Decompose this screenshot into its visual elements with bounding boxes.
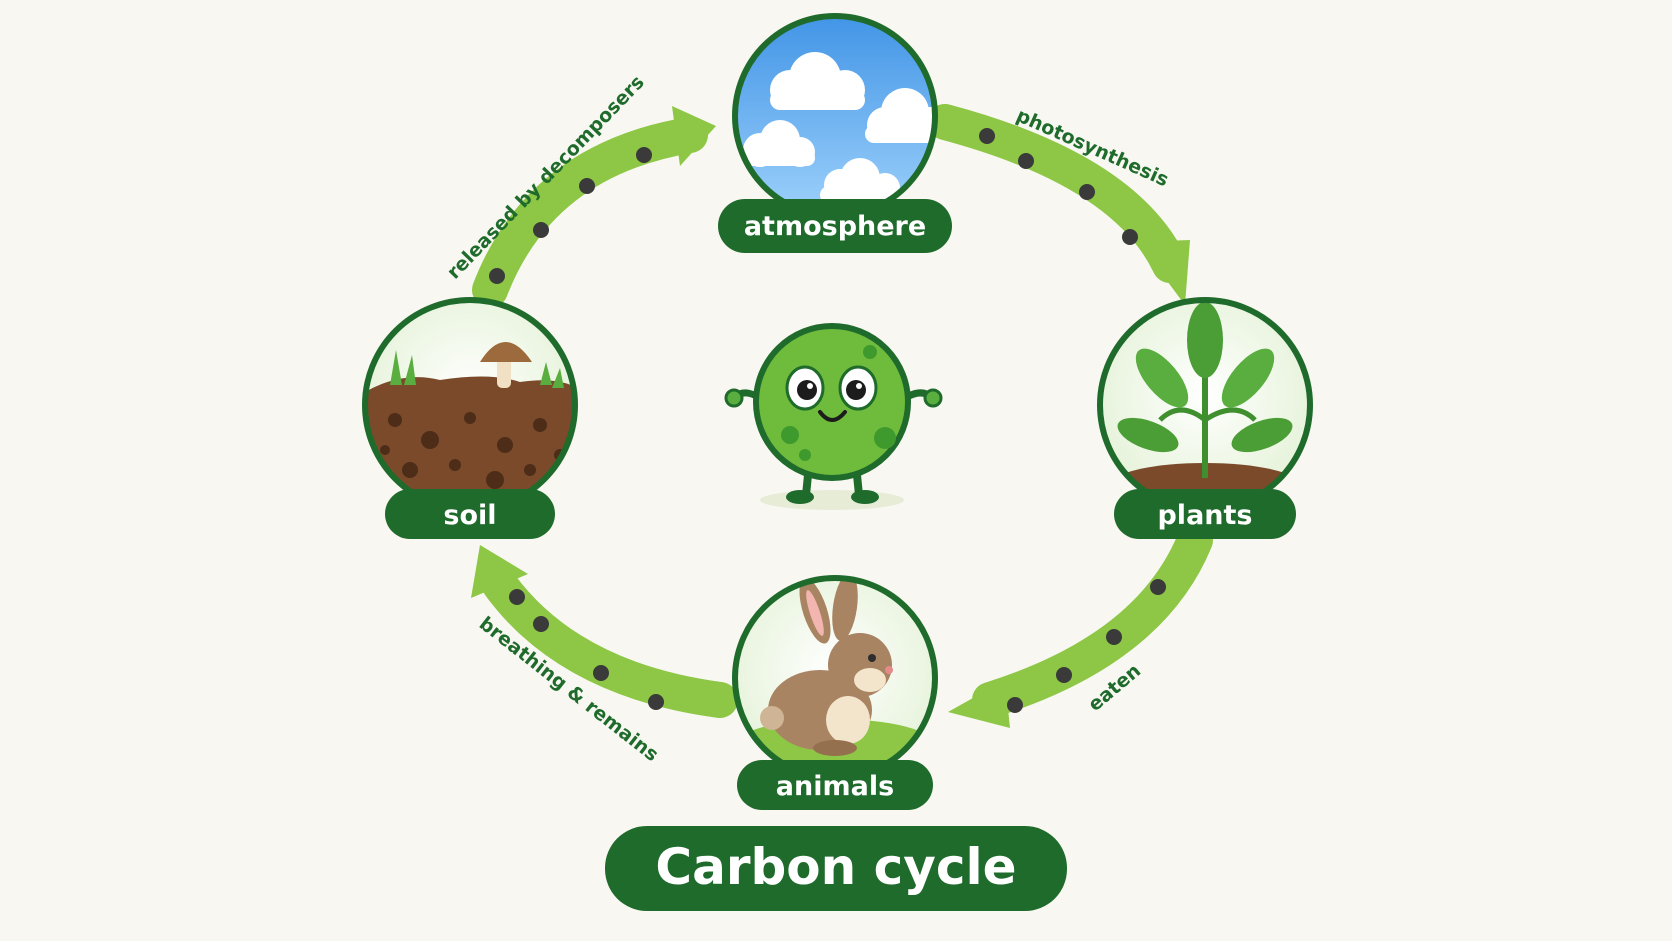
arrow-soil-to-atmosphere <box>472 106 716 308</box>
cloud-icon <box>740 52 935 204</box>
arrow-animals-to-soil <box>471 545 738 718</box>
edge-label-released-by-decomposers: released by decomposers <box>443 71 649 283</box>
node-plants: plants <box>1097 297 1313 539</box>
node-label-plants: plants <box>1157 500 1252 531</box>
node-label-soil: soil <box>443 500 496 531</box>
node-label-soil-pill <box>385 489 555 539</box>
node-label-animals-pill <box>737 760 933 810</box>
soil-icon <box>365 376 575 510</box>
node-label-plants-pill <box>1114 489 1296 539</box>
svg-text:released by decomposers: released by decomposers <box>443 71 649 283</box>
carbon-mascot-icon <box>724 323 943 510</box>
mushroom-icon <box>480 342 532 388</box>
plant-icon <box>1117 302 1293 478</box>
grass-icon <box>390 350 564 388</box>
node-soil: soil <box>362 297 578 539</box>
node-label-atmosphere-pill <box>718 199 952 253</box>
arrow-atmosphere-to-plants <box>927 104 1190 305</box>
rabbit-icon <box>760 578 893 756</box>
node-animals: animals <box>732 575 938 810</box>
node-atmosphere: atmosphere <box>718 13 952 253</box>
page-title-text: Carbon cycle <box>655 838 1016 896</box>
node-label-atmosphere: atmosphere <box>744 211 926 242</box>
node-label-animals: animals <box>776 771 894 802</box>
page-title: Carbon cycle <box>605 826 1067 911</box>
arrow-plants-to-animals <box>948 522 1213 728</box>
